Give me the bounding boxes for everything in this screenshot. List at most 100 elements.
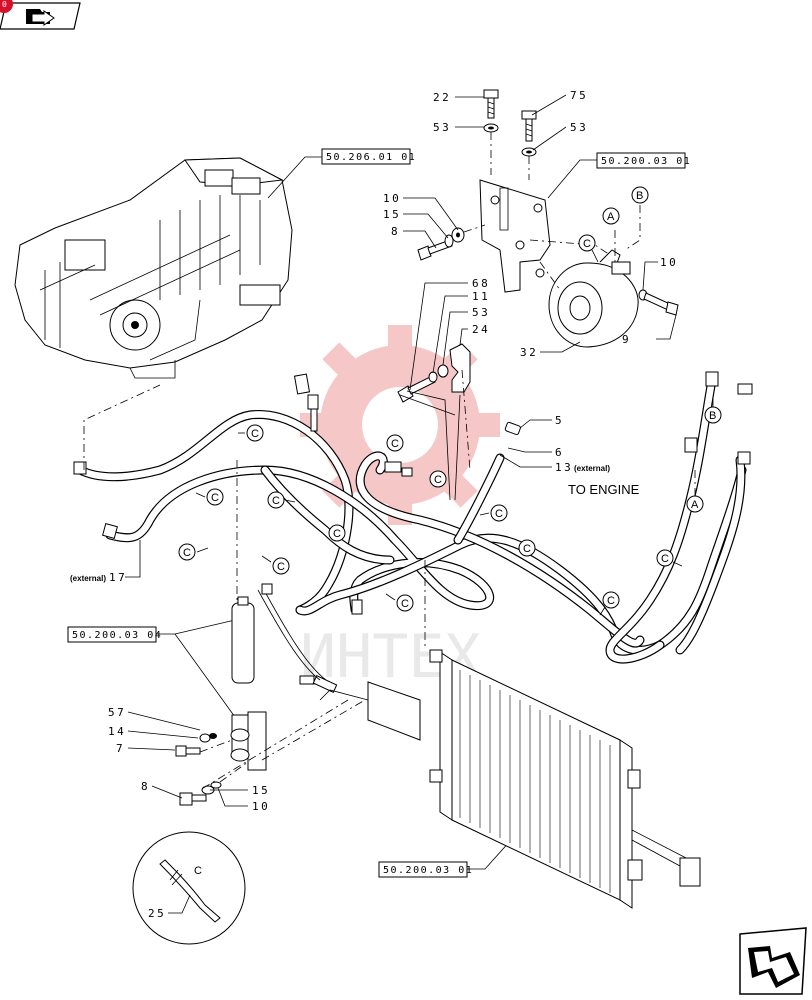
washer-53-right: [521, 147, 537, 157]
callout-b-right: B: [704, 395, 722, 424]
label-25: 25: [148, 907, 166, 920]
label-6: 6: [555, 446, 564, 459]
label-22: 22: [433, 91, 451, 104]
label-68: 68: [472, 277, 490, 290]
note-external-13: (external): [574, 464, 610, 473]
callout-c: C: [385, 593, 414, 612]
label-15-bottom: 15: [252, 784, 270, 797]
label-24: 24: [472, 323, 490, 336]
note-external-17: (external): [70, 574, 106, 583]
callout-c: C: [328, 524, 346, 542]
label-15-top: 15: [383, 208, 401, 221]
callout-c: C: [386, 434, 404, 452]
svg-text:C: C: [401, 598, 409, 610]
callout-c: C: [195, 488, 224, 506]
part-numbers: 22 53 75 53 10 15 8 68 11 53 24 10 9 32 …: [108, 89, 678, 813]
note-to-engine: TO ENGINE: [568, 482, 640, 497]
svg-text:A: A: [691, 499, 699, 511]
ref-evaporator-label: 50.206.01 01: [326, 152, 416, 163]
svg-text:C: C: [333, 528, 341, 540]
ref-condenser-label: 50.200.03 01: [383, 865, 473, 876]
bolt-68-assembly: [397, 343, 471, 501]
header-nav[interactable]: 0: [0, 0, 81, 30]
header-badge: [0, 0, 13, 13]
callout-c: C: [238, 424, 264, 442]
label-14: 14: [108, 725, 126, 738]
svg-text:C: C: [607, 595, 615, 607]
svg-text:C: C: [583, 238, 591, 250]
header-frame: [0, 2, 81, 30]
ref-compressor[interactable]: 50.200.03 01: [547, 152, 691, 199]
svg-text:C: C: [211, 492, 219, 504]
hose-network: [75, 375, 747, 664]
header-badge-text: 0: [2, 0, 7, 9]
svg-text:C: C: [251, 428, 259, 440]
svg-text:B: B: [709, 410, 716, 422]
ref-receiver-dryer[interactable]: 50.200.03 04: [67, 619, 249, 736]
next-page-arrow-icon: [748, 946, 800, 988]
label-57: 57: [108, 706, 126, 719]
bolt-9: [638, 289, 679, 316]
label-10-right: 10: [660, 256, 678, 269]
svg-text:B: B: [636, 190, 643, 202]
callout-c: C: [578, 234, 599, 263]
ref-condenser[interactable]: 50.200.03 01: [378, 829, 521, 878]
callout-c: C: [261, 555, 290, 575]
svg-text:C: C: [391, 438, 399, 450]
ref-receiver-dryer-label: 50.200.03 04: [72, 630, 162, 641]
callout-c: C: [518, 539, 536, 557]
svg-text:C: C: [523, 543, 531, 555]
label-8-bottom: 8: [141, 780, 150, 793]
evaporator-unit: [14, 157, 293, 379]
label-11: 11: [472, 290, 490, 303]
detail-c-letter: C: [194, 865, 202, 877]
label-53-left: 53: [433, 121, 451, 134]
bolt-22: [483, 89, 499, 119]
label-53-mid: 53: [472, 306, 490, 319]
washer-53-left: [483, 123, 499, 133]
compressor-bracket: [479, 179, 551, 293]
label-32: 32: [520, 346, 538, 359]
callout-c: C: [267, 491, 296, 509]
callout-c: C: [479, 504, 508, 522]
receiver-dryer: [230, 596, 267, 771]
detail-c: C 25: [132, 831, 246, 945]
cable-strap: [159, 859, 221, 923]
svg-text:C: C: [183, 547, 191, 559]
callout-c: C: [429, 470, 447, 488]
label-53-right: 53: [570, 121, 588, 134]
bolt-75: [521, 110, 537, 142]
assembly-lines: [83, 205, 641, 791]
callout-c: C: [178, 543, 209, 561]
bracket-fasteners-bottom: [175, 733, 249, 806]
callout-c: C: [599, 591, 620, 616]
svg-text:C: C: [661, 553, 669, 565]
label-10-top: 10: [383, 192, 401, 205]
ref-compressor-label: 50.200.03 01: [601, 156, 691, 167]
label-10-bottom: 10: [252, 800, 270, 813]
label-9: 9: [622, 333, 631, 346]
next-page-button[interactable]: [739, 927, 807, 995]
cap-5: [504, 421, 521, 436]
hose-fittings: [73, 371, 753, 693]
callout-c-group: C C C C C C C C C C C C C C: [178, 234, 683, 616]
label-13: 13: [555, 461, 573, 474]
label-17: 17: [109, 571, 127, 584]
callout-a-top: A: [602, 207, 620, 225]
bolt-8-top: [417, 227, 465, 261]
svg-text:C: C: [277, 561, 285, 573]
label-5: 5: [555, 414, 564, 427]
condenser: [319, 649, 701, 909]
leader-lines: [125, 94, 677, 807]
arrow-folder-icon: [26, 9, 55, 26]
callout-c: C: [656, 549, 683, 567]
svg-text:C: C: [495, 508, 503, 520]
label-8-top: 8: [391, 225, 400, 238]
svg-text:A: A: [607, 211, 615, 223]
label-7: 7: [116, 742, 125, 755]
callout-b-top: B: [631, 186, 649, 204]
compressor: [548, 249, 639, 348]
ref-evaporator[interactable]: 50.206.01 01: [267, 148, 416, 199]
callout-a-right: A: [686, 470, 704, 513]
